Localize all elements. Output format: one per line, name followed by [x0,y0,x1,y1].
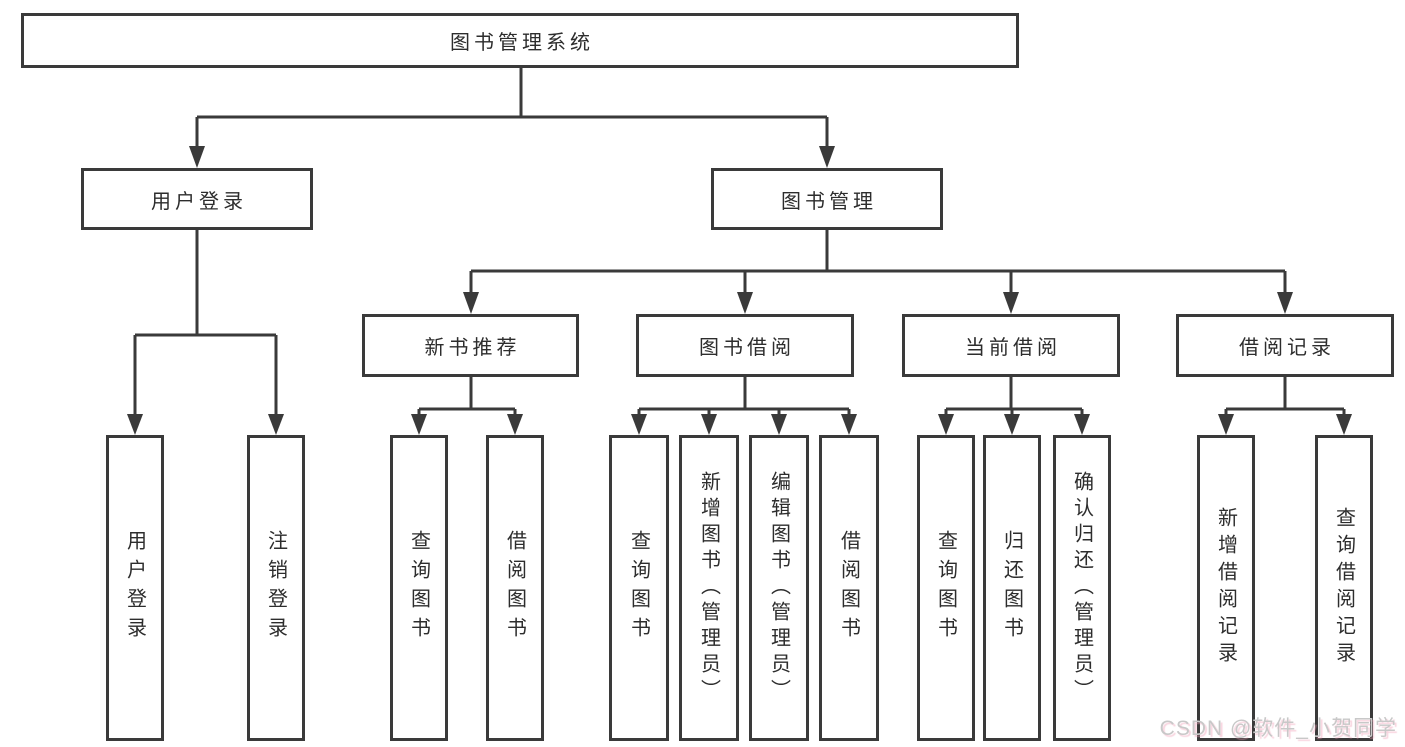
arrowhead-nb-query [411,414,427,435]
connector-new-books-children [417,377,517,418]
arrowhead-nb-borrow [507,414,523,435]
node-new-books: 新书推荐 [362,314,579,377]
leaf-bb-edit-books-admin: 编辑图书（管理员） [749,435,809,741]
leaf-bb-query-books: 查询图书 [609,435,669,741]
connector-user-login-children [133,230,278,418]
leaf-bb-add-books-admin: 新增图书（管理员） [679,435,739,741]
connector-borrow-records-children [1224,377,1346,418]
arrowhead-bb-edit [771,414,787,435]
arrowhead-cb-confirm [1074,414,1090,435]
arrowhead-book-borrow [737,292,753,314]
connector-current-borrow-children [944,377,1084,418]
leaf-cb-return-books: 归还图书 [983,435,1041,741]
arrowhead-new-books [463,292,479,314]
connector-book-mgmt-children [469,230,1287,294]
node-current-borrow: 当前借阅 [902,314,1120,377]
node-root: 图书管理系统 [21,13,1019,68]
leaf-nb-query-books: 查询图书 [390,435,448,741]
arrowhead-cb-return [1004,414,1020,435]
leaf-br-query-record: 查询借阅记录 [1315,435,1373,741]
node-book-borrow: 图书借阅 [636,314,854,377]
arrowhead-user-login [189,146,205,168]
arrowhead-leaf-logout [268,414,284,435]
arrowhead-bb-add [701,414,717,435]
arrowhead-book-mgmt [819,146,835,168]
arrowhead-br-add [1218,414,1234,435]
arrowhead-cb-query [938,414,954,435]
node-book-mgmt: 图书管理 [711,168,943,230]
watermark-text: CSDN @软件_小贺同学 [1159,717,1397,740]
arrowhead-current-borrow [1003,292,1019,314]
arrowhead-leaf-user-login [127,414,143,435]
leaf-nb-borrow-books: 借阅图书 [486,435,544,741]
leaf-cb-query-books: 查询图书 [917,435,975,741]
connector-book-borrow-children [637,377,851,418]
arrowhead-borrow-records [1277,292,1293,314]
arrowhead-br-query [1336,414,1352,435]
arrowhead-bb-query [631,414,647,435]
leaf-cb-confirm-return-admin: 确认归还（管理员） [1053,435,1111,741]
leaf-br-add-record: 新增借阅记录 [1197,435,1255,741]
leaf-user-login: 用户登录 [106,435,164,741]
leaf-bb-borrow-books: 借阅图书 [819,435,879,741]
arrowhead-bb-borrow [841,414,857,435]
leaf-logout: 注销登录 [247,435,305,741]
connector-root-to-level2 [195,68,829,148]
node-borrow-records: 借阅记录 [1176,314,1394,377]
node-user-login: 用户登录 [81,168,313,230]
